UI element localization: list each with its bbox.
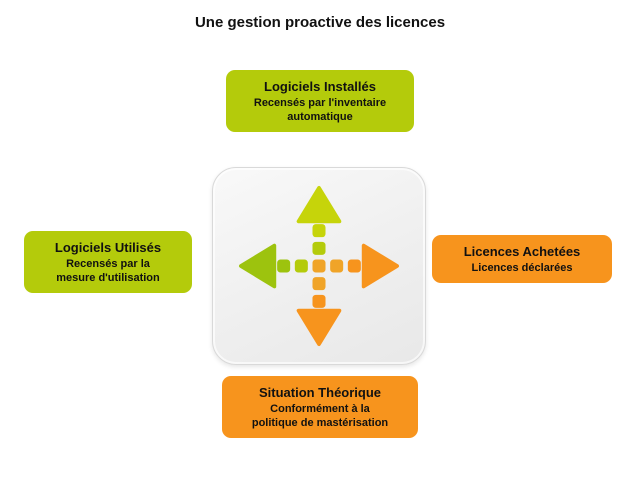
center-panel (212, 167, 426, 365)
box-title: Logiciels Installés (264, 79, 376, 94)
box-subtitle-line: Licences déclarées (471, 261, 573, 274)
diagram-title: Une gestion proactive des licences (194, 14, 446, 31)
box-licences-achetees: Licences Achetées Licences déclarées (432, 235, 612, 283)
box-logiciels-installes: Logiciels Installés Recensés par l'inven… (226, 70, 414, 133)
box-subtitle-line: automatique (287, 110, 353, 123)
box-subtitle-line: mesure d'utilisation (56, 271, 160, 284)
box-subtitle-line: Recensés par la (66, 257, 150, 270)
box-title: Situation Théorique (258, 385, 382, 400)
cross-arrows-icon (239, 186, 399, 346)
box-title: Logiciels Utilisés (54, 240, 162, 255)
box-subtitle-line: politique de mastérisation (251, 416, 389, 429)
box-title: Licences Achetées (463, 244, 581, 259)
box-subtitle-line: Conformément à la (270, 402, 370, 415)
box-situation-theorique: Situation Théorique Conformément à la po… (222, 376, 418, 439)
box-subtitle-line: Recensés par l'inventaire (253, 96, 387, 109)
box-logiciels-utilises: Logiciels Utilisés Recensés par la mesur… (24, 231, 192, 294)
